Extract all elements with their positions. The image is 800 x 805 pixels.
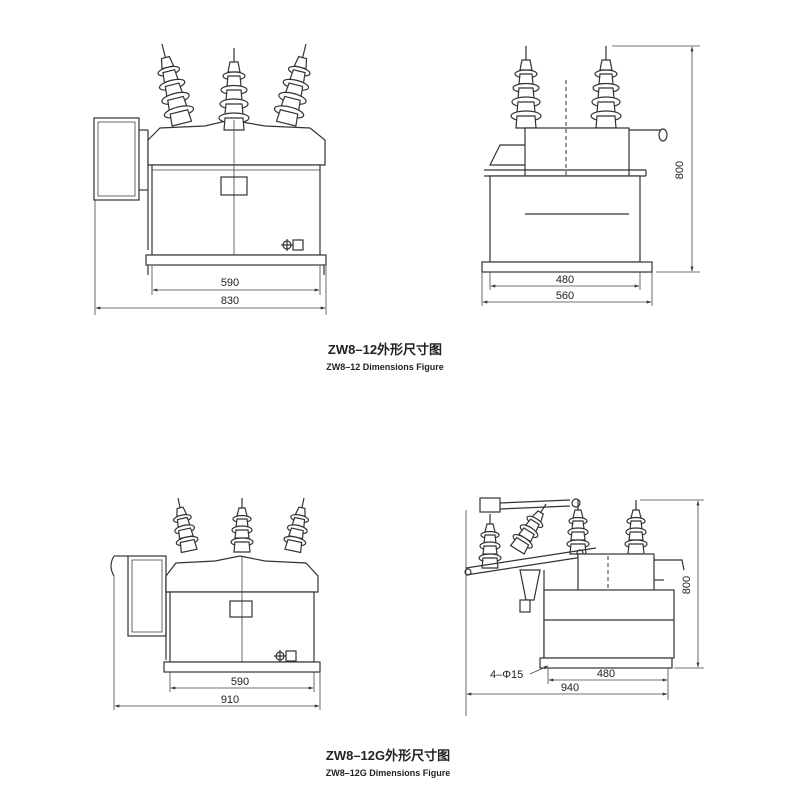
fig2-side-dim-inner: 480 xyxy=(597,668,615,680)
fig2-side-dim-height: 800 xyxy=(681,576,693,594)
fig2-insulator-center-icon xyxy=(230,497,254,553)
fig2-front-view: 590 910 xyxy=(110,495,321,710)
fig1-insulator-right-icon xyxy=(271,39,322,128)
fig1-side-base xyxy=(481,261,653,273)
fig1-side-dim-outer: 560 xyxy=(556,290,574,302)
fig2-base xyxy=(163,661,321,673)
fig2-side-view: 4–Φ15 480 940 800 xyxy=(464,497,704,716)
fig2-hole-label: 4–Φ15 xyxy=(490,669,523,681)
fig1-front-dim-outer: 830 xyxy=(221,295,239,307)
fig2-nameplate xyxy=(229,600,253,618)
fig1-front-dim-inner: 590 xyxy=(221,277,239,289)
fig2-side-insulator-right-icon xyxy=(624,499,648,555)
fig2-front-dim-inner: 590 xyxy=(231,676,249,688)
fig1-insulator-center-icon xyxy=(218,47,250,131)
fig1-side-dim-height: 800 xyxy=(674,161,686,179)
fig1-side-view: 480 560 800 xyxy=(481,45,700,306)
fig1-control-box xyxy=(93,117,140,201)
fig2-side-dim-outer: 940 xyxy=(561,682,579,694)
fig1-side-frame xyxy=(489,175,641,263)
fig1-nameplate xyxy=(220,176,248,196)
fig1-side-dim-inner: 480 xyxy=(556,274,574,286)
fig2-insulator-left-icon xyxy=(166,495,201,554)
fig1-base xyxy=(145,254,327,266)
fig1-side-insulator-right-icon xyxy=(590,45,622,129)
fig1-front-view: 590 830 xyxy=(93,39,327,315)
fig2-side-frame xyxy=(543,589,675,659)
fig1-tank-body xyxy=(151,164,321,256)
fig1-caption-en: ZW8–12 Dimensions Figure xyxy=(326,362,444,372)
fig1-insulator-left-icon xyxy=(146,39,197,128)
fig2-caption-en: ZW8–12G Dimensions Figure xyxy=(326,768,451,778)
fig2-caption-cn: ZW8–12G外形尺寸图 xyxy=(326,748,450,763)
fig2-side-insulator-left-icon xyxy=(566,499,590,555)
fig2-insulator-right-icon xyxy=(281,495,316,554)
fig2-control-box xyxy=(127,555,167,637)
fig1-caption-cn: ZW8–12外形尺寸图 xyxy=(328,342,442,357)
fig2-disconnector-insulator-icon xyxy=(478,513,502,569)
fig1-side-insulator-left-icon xyxy=(510,45,542,129)
fig2-front-dim-outer: 910 xyxy=(221,694,239,706)
fig2-side-base xyxy=(539,657,673,669)
